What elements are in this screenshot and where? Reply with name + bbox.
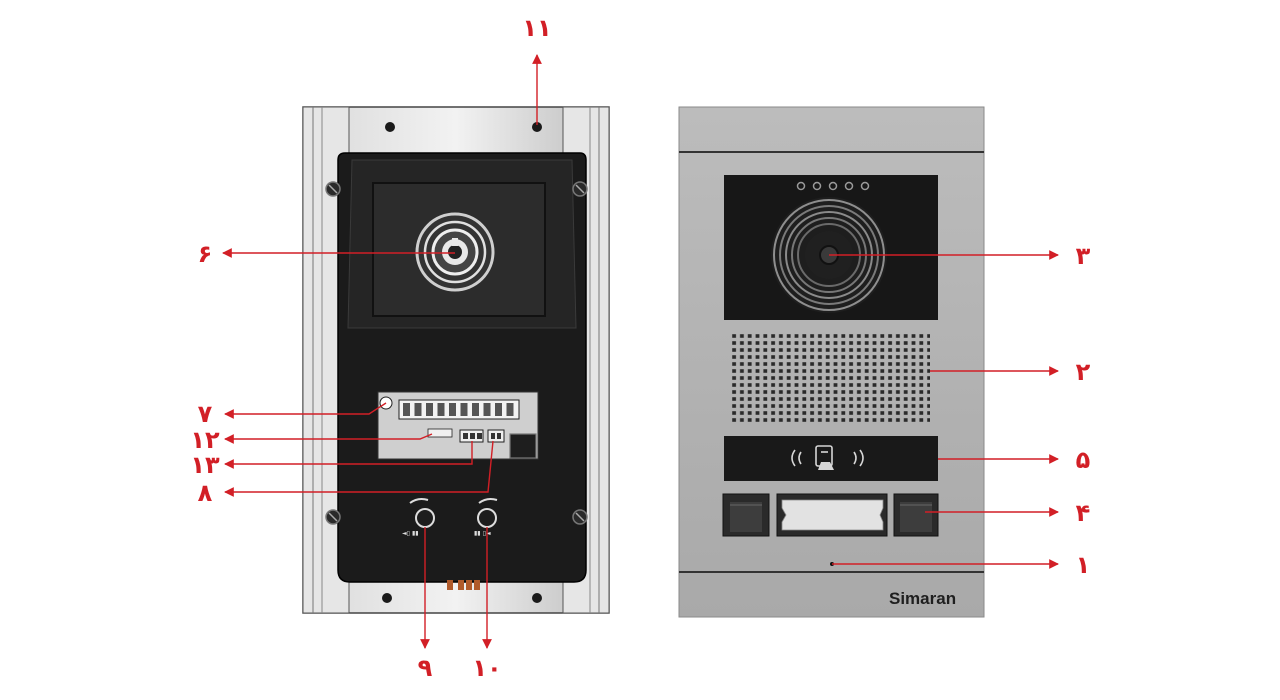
screw [572,509,588,525]
rfid-card-reader-icon [791,445,864,470]
call-button-left[interactable] [722,493,770,537]
call-button-right[interactable] [893,493,939,537]
callout-number-4: ۴ [1076,499,1091,527]
dip-switch-pin [483,403,491,416]
callout-number-1: ۱ [1076,551,1091,579]
callout-line-7 [224,402,387,419]
jumper-12 [427,428,453,438]
callout-line-8 [224,440,494,497]
brand-logo: Simaran [889,589,956,608]
callout-number-9: ۹ [418,654,433,682]
svg-text:◄▯ ▮▮: ◄▯ ▮▮ [402,530,419,537]
dip-switch-pin [426,403,433,416]
callout-number-5: ۵ [1076,446,1091,474]
screw [325,181,341,197]
dip-switch-pin [403,403,410,416]
dip-switch-pin [460,403,468,416]
front-view: Simaran [678,106,985,618]
callout-number-6: ۶ [198,240,213,268]
callout-line-13 [224,441,473,469]
dip-switch-pin [495,403,502,416]
callout-number-11: ۱۱ [522,14,551,42]
volume-knob-right: ▮▮ ▯◄ [474,498,498,537]
dip-switch-pin [472,403,479,416]
callout-number-13: ۱۳ [190,451,220,479]
screw [325,509,341,525]
relay-block [509,433,537,459]
connector-8 [487,429,505,443]
dip-switch-pins [403,403,514,416]
callout-number-3: ۳ [1076,242,1091,270]
callout-number-10: ۱۰ [472,654,501,682]
dip-switch-pin [414,403,422,416]
callout-number-8: ۸ [198,479,213,507]
callout-number-12: ۱۲ [190,426,220,454]
speaker-grille [731,333,930,423]
callout-number-2: ۲ [1076,358,1091,386]
callout-lines [222,54,1059,649]
callout-labels: ۱۱ ۶ ۷ ۱۲ ۱۳ ۸ ۹ ۱۰ ۳ ۲ ۵ ۴ ۱ [190,14,1090,682]
ir-leds [796,181,870,191]
name-plate [776,493,888,537]
back-view: ◄▯ ▮▮ ▮▮ ▯◄ [302,106,610,614]
screw [572,181,588,197]
svg-text:▮▮ ▯◄: ▮▮ ▯◄ [474,530,491,537]
dip-switch-pin [506,403,514,416]
callout-number-7: ۷ [198,400,213,428]
bottom-connector [447,580,480,590]
lock-key-icon [415,212,495,292]
dip-switch-pin [449,403,456,416]
dip-switch-pin [437,403,445,416]
callout-line-12 [224,433,433,444]
